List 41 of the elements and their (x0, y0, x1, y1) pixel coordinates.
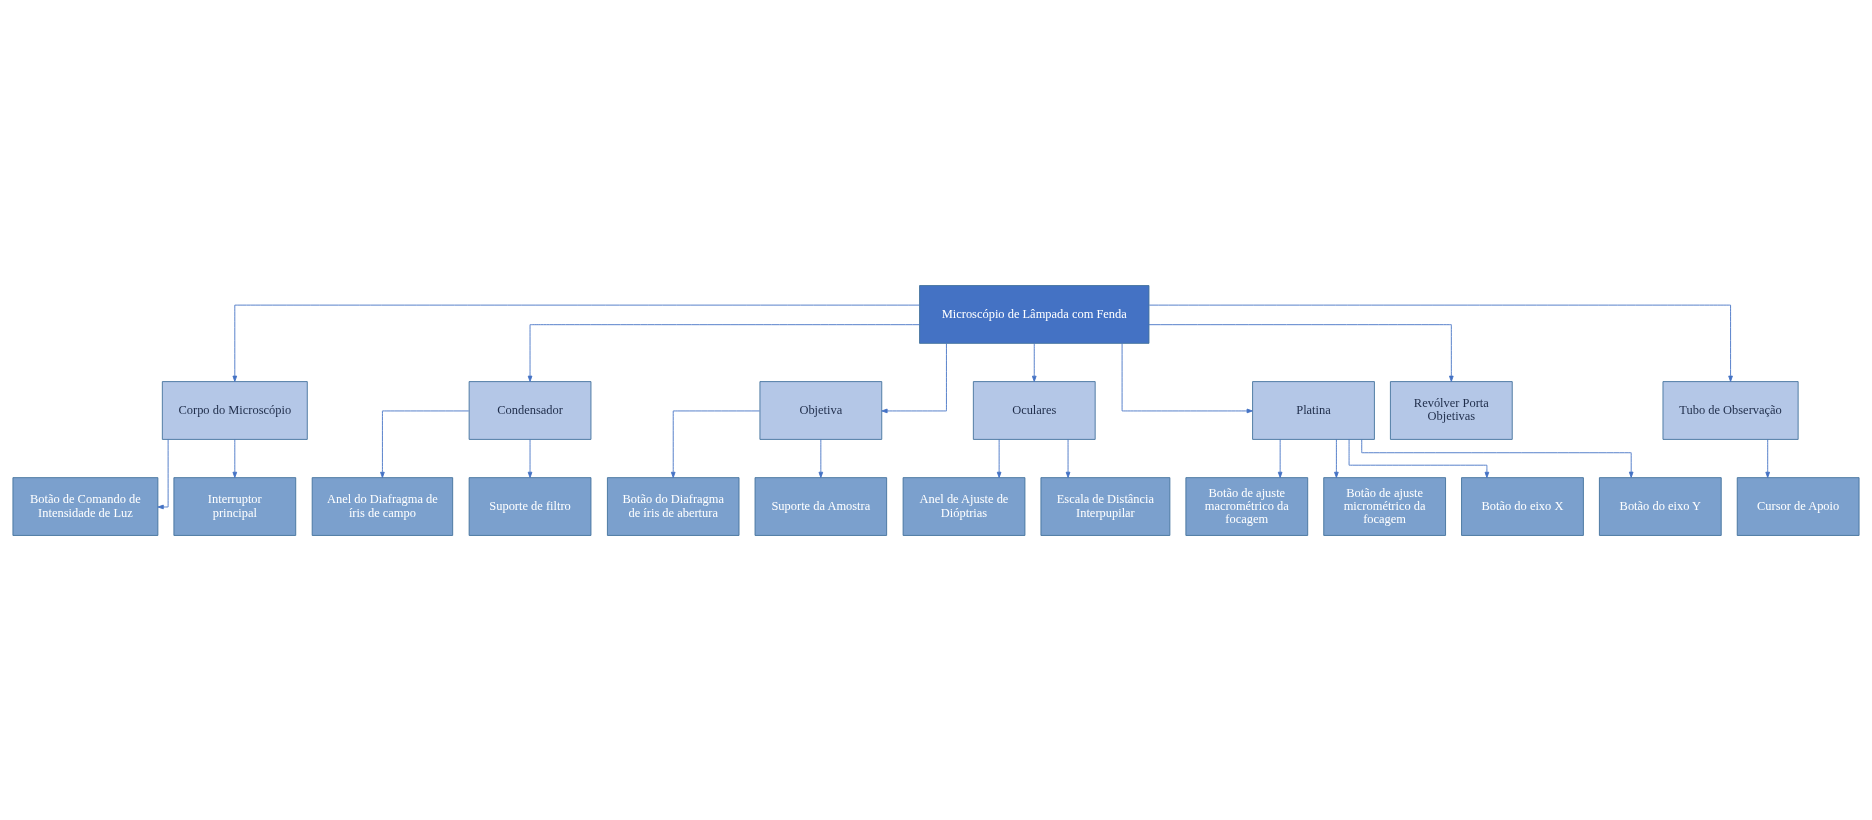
node-box: Suporte da Amostra (754, 476, 888, 536)
node-box: Tubo de Observação (1662, 380, 1799, 440)
node-box: Botão de ajuste micrométrico da focagem (1323, 476, 1446, 536)
arrow (881, 342, 947, 413)
node-box: Botão do eixo X (1461, 476, 1584, 536)
node-box: Botão de ajuste macrométrico da focagem (1185, 476, 1309, 536)
arrow (670, 410, 760, 478)
arrow (527, 323, 920, 382)
arrow (1121, 342, 1253, 413)
arrow (1148, 304, 1733, 382)
arrow (818, 438, 824, 478)
node-box: Botão do Diafragma de íris de abertura (606, 476, 740, 536)
arrow (1348, 438, 1490, 478)
arrow (1361, 438, 1634, 478)
node-box: Oculares (972, 380, 1096, 440)
arrow (1031, 342, 1037, 382)
arrow (527, 438, 533, 478)
arrow (1277, 438, 1283, 478)
node-box: Microscópio de Lâmpada com Fenda (919, 284, 1150, 344)
node-box: Anel do Diafragma de íris de campo (311, 476, 454, 536)
arrow (1148, 323, 1454, 382)
node-box: Escala de Distância Interpupilar (1040, 476, 1171, 536)
arrow (1065, 438, 1071, 478)
arrow (380, 410, 470, 478)
arrow (232, 438, 238, 478)
node-box: Interruptor principal (173, 476, 297, 536)
node-box: Botão de Comando de Intensidade de Luz (12, 476, 159, 536)
arrow (1334, 438, 1339, 478)
node-box: Suporte de filtro (468, 476, 592, 536)
arrow (157, 438, 169, 509)
node-box: Revólver Porta Objetivas (1389, 380, 1513, 440)
node-box: Condensador (468, 380, 592, 440)
node-box: Corpo do Microscópio (161, 380, 308, 440)
arrow (996, 438, 1002, 478)
node-box: Anel de Ajuste de Dióptrias (902, 476, 1026, 536)
node-box: Botão do eixo Y (1598, 476, 1722, 536)
arrow (1765, 438, 1770, 478)
node-box: Platina (1252, 380, 1375, 440)
arrow (232, 304, 920, 382)
node-box: Cursor de Apoio (1736, 476, 1860, 536)
node-box: Objetiva (759, 380, 883, 440)
